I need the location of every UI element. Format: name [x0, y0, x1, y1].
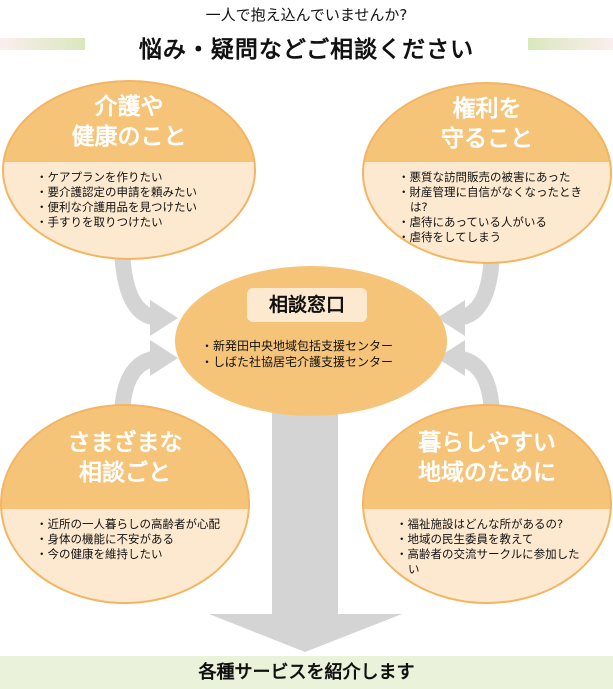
topic-items: 福祉施設はどんな所があるの? 地域の民生委員を教えて 高齢者の交流サークルに参加…: [400, 517, 590, 577]
topic-items: ケアプランを作りたい 要介護認定の申請を頼みたい 便利な介護用品を見つけたい 手…: [40, 170, 198, 230]
list-item: 福祉施設はどんな所があるの?: [400, 517, 590, 532]
topic-items: 近所の一人暮らしの高齢者が心配 身体の機能に不安がある 今の健康を維持したい: [40, 517, 221, 562]
list-item: 近所の一人暮らしの高齢者が心配: [40, 517, 221, 532]
title-decoration-right: [528, 38, 613, 50]
arrowhead-bottomleft: [150, 340, 178, 376]
arrowhead-bottomright: [437, 340, 465, 376]
topic-title: 介護や: [94, 94, 164, 120]
arrowhead-topright: [437, 300, 465, 336]
page-title: 悩み・疑問などご相談ください: [138, 37, 475, 63]
services-banner: 各種サービスを紹介します: [0, 656, 613, 689]
title-decoration-left: [0, 38, 85, 50]
topic-title: さまざまな: [67, 430, 183, 456]
topic-title: 暮らしやすい: [418, 430, 556, 456]
topic-title: 守ること: [441, 126, 533, 152]
arrowhead-topleft: [150, 300, 178, 336]
list-item: 高齢者の交流サークルに参加したい: [400, 547, 590, 577]
center-title: 相談窓口: [247, 288, 367, 322]
list-item: しばた社協居宅介護支援センター: [205, 354, 393, 370]
topic-title: 相談ごと: [79, 460, 171, 486]
list-item: ケアプランを作りたい: [40, 170, 197, 185]
center-items: 新発田中央地域包括支援センター しばた社協居宅介護支援センター: [205, 338, 393, 370]
list-item: 今の健康を維持したい: [40, 547, 220, 562]
list-item: 便利な介護用品を見つけたい: [40, 200, 198, 215]
subtitle: 一人で抱え込んでいませんか?: [205, 6, 408, 24]
list-item: 手すりを取りつけたい: [40, 215, 197, 230]
list-item: 地域の民生委員を教えて: [400, 532, 590, 547]
list-item: 悪質な訪問販売の被害にあった: [402, 170, 582, 185]
topic-items: 悪質な訪問販売の被害にあった 財産管理に自信がなくなったときは? 虐待にあってい…: [402, 170, 583, 245]
topic-title: 健康のこと: [71, 124, 187, 150]
topic-title: 権利を: [452, 96, 522, 122]
main-arrow-stem: [272, 380, 338, 616]
list-item: 虐待をしてしまう: [402, 230, 582, 245]
list-item: 要介護認定の申請を頼みたい: [40, 185, 198, 200]
list-item: 新発田中央地域包括支援センター: [205, 338, 393, 354]
topic-title: 地域のために: [418, 460, 556, 486]
list-item: 財産管理に自信がなくなったときは?: [402, 185, 583, 215]
main-arrow-head: [209, 614, 402, 652]
list-item: 身体の機能に不安がある: [40, 532, 220, 547]
list-item: 虐待にあっている人がいる: [402, 215, 582, 230]
consultation-window: 相談窓口 新発田中央地域包括支援センター しばた社協居宅介護支援センター: [175, 266, 447, 416]
